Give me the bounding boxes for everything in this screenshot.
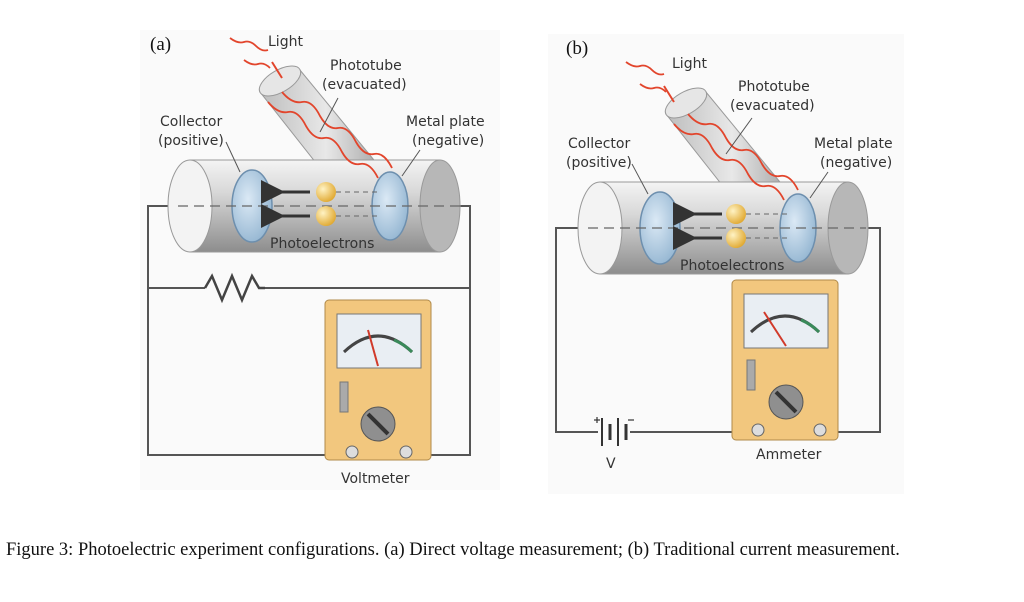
battery-symbol	[594, 417, 634, 446]
panel-b-light-label: Light	[672, 56, 707, 72]
ammeter	[731, 279, 839, 441]
panel-a-plate-sign: (negative)	[412, 133, 484, 149]
panel-b-plate-sign: (negative)	[820, 155, 892, 171]
figure-caption: Figure 3: Photoelectric experiment confi…	[6, 540, 900, 560]
panel-a-collector-sign: (positive)	[158, 133, 224, 149]
electron	[726, 228, 746, 248]
panel-b-collector-label: Collector	[568, 136, 630, 152]
resistor-symbol	[203, 272, 265, 304]
panel-a-phototube-label: Phototube	[330, 58, 402, 74]
panel-b-leader-lines	[631, 117, 829, 199]
panel-a-light-rays	[229, 37, 393, 179]
panel-b-evacuated-label: (evacuated)	[730, 98, 815, 114]
panel-a-light-label: Light	[268, 34, 303, 50]
voltmeter-needle	[367, 329, 379, 367]
panel-a: (a)	[140, 30, 500, 490]
panel-a-letter: (a)	[150, 34, 171, 55]
panel-a-photoelectrons-label: Photoelectrons	[270, 236, 374, 252]
ammeter-label: Ammeter	[756, 447, 822, 463]
panel-b: (b) V	[548, 34, 904, 494]
panel-a-collector-label: Collector	[160, 114, 222, 130]
panel-b-plate-label: Metal plate	[814, 136, 893, 152]
electron	[316, 206, 336, 226]
ammeter-needle	[763, 311, 787, 347]
panel-b-phototube-label: Phototube	[738, 79, 810, 95]
panel-b-letter: (b)	[566, 38, 588, 59]
panel-a-photoelectrons	[261, 180, 380, 228]
panel-b-photoelectrons	[673, 202, 790, 250]
panel-b-light-arrow	[663, 85, 675, 103]
voltmeter-label: Voltmeter	[341, 471, 410, 487]
panel-a-leader-lines	[225, 97, 421, 177]
electron	[316, 182, 336, 202]
battery-label: V	[606, 456, 616, 472]
panel-a-plate-label: Metal plate	[406, 114, 485, 130]
panel-b-light-rays	[625, 61, 799, 201]
voltmeter	[324, 299, 432, 461]
panel-b-photoelectrons-label: Photoelectrons	[680, 258, 784, 274]
panel-a-light-arrow	[271, 61, 283, 79]
panel-a-evacuated-label: (evacuated)	[322, 77, 407, 93]
panel-b-collector-sign: (positive)	[566, 155, 632, 171]
electron	[726, 204, 746, 224]
